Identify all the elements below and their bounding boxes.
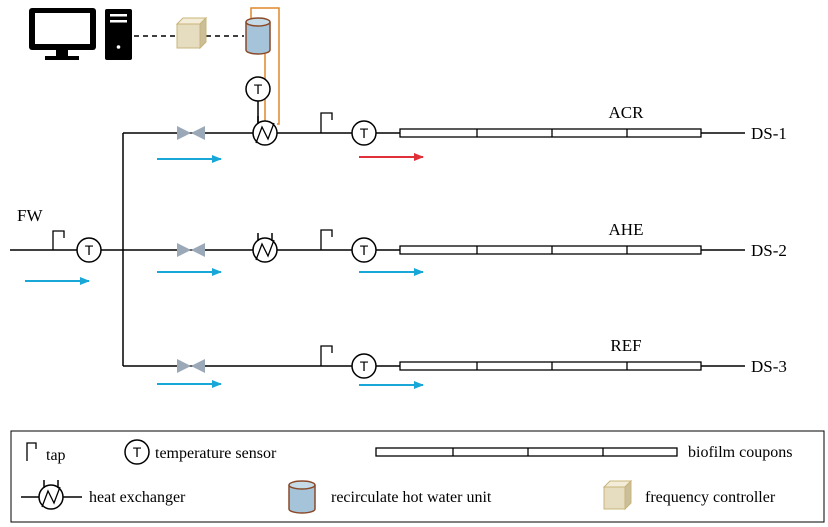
temperature-sensor-icon: T <box>245 76 271 102</box>
sensor-symbol: T <box>360 242 369 258</box>
frequency-controller-icon <box>602 479 633 511</box>
legend-temperature-sensor-label: temperature sensor <box>155 445 277 462</box>
valve-icon <box>177 243 205 257</box>
inlet-label: FW <box>17 206 43 225</box>
tap-icon <box>26 442 37 461</box>
sensor-symbol: T <box>133 444 142 460</box>
tap-icon <box>52 230 65 250</box>
outlet-label-ds1: DS-1 <box>751 124 787 143</box>
sensor-symbol: T <box>85 242 94 258</box>
heat-exchanger-icon <box>252 116 278 146</box>
legend: tap T temperature sensor biofilm coupons… <box>10 430 825 523</box>
computer-monitor-icon <box>29 8 96 60</box>
temperature-sensor-icon: T <box>76 237 102 263</box>
sensor-symbol: T <box>360 358 369 374</box>
tap-icon <box>320 345 333 366</box>
biofilm-coupons <box>399 245 702 255</box>
hot-water-tank-icon <box>245 17 271 55</box>
legend-tap-label: tap <box>46 447 66 464</box>
sensor-symbol: T <box>360 125 369 141</box>
outlet-label-ds3: DS-3 <box>751 357 787 376</box>
legend-heat-exchanger-label: heat exchanger <box>89 489 186 506</box>
temperature-sensor-icon: T <box>351 237 377 263</box>
hot-water-tank-icon <box>288 480 316 514</box>
heat-exchanger-icon <box>252 233 278 263</box>
temperature-sensor-icon: T <box>351 353 377 379</box>
frequency-controller-icon <box>175 16 208 50</box>
biofilm-coupons-icon <box>375 447 678 457</box>
heat-exchanger-icon <box>21 480 82 510</box>
legend-frequency-controller-label: frequency controller <box>645 489 776 506</box>
line-name-ref: REF <box>610 336 641 355</box>
biofilm-coupons <box>399 361 702 371</box>
legend-hot-water-unit-label: recirculate hot water unit <box>331 489 492 506</box>
sensor-symbol: T <box>254 81 263 97</box>
valve-icon <box>177 126 205 140</box>
tap-icon <box>320 112 333 133</box>
legend-biofilm-coupons-label: biofilm coupons <box>688 444 792 461</box>
line-name-ahe: AHE <box>609 220 644 239</box>
computer-tower-icon <box>105 9 132 60</box>
tap-icon <box>320 229 333 250</box>
valve-icon <box>177 359 205 373</box>
line-name-acr: ACR <box>609 103 645 122</box>
temperature-sensor-icon: T <box>351 120 377 146</box>
outlet-label-ds2: DS-2 <box>751 241 787 260</box>
biofilm-coupons <box>399 128 702 138</box>
temperature-sensor-icon: T <box>124 439 150 465</box>
